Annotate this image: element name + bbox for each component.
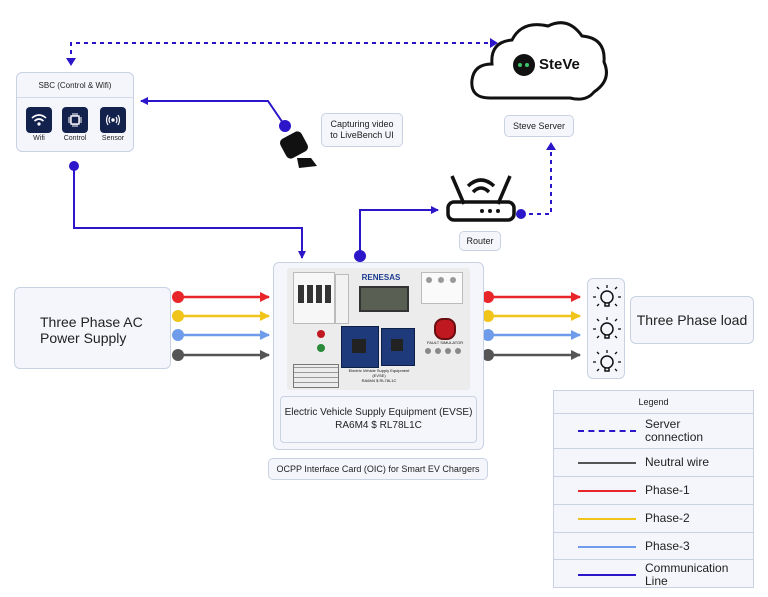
sbc-item-label: Wifi (33, 135, 45, 142)
legend-swatch (578, 518, 636, 520)
load-box: Three Phase load (630, 296, 754, 344)
sbc-item-label: Control (63, 135, 87, 142)
chip-icon (62, 107, 88, 133)
oic-caption: OCPP Interface Card (OIC) for Smart EV C… (268, 458, 488, 480)
power-supply-box: Three Phase AC Power Supply (14, 287, 171, 369)
breaker-block (293, 272, 335, 324)
bulb-panel (587, 278, 625, 379)
sbc-box: SBC (Control & Wifi) Wifi Control Sensor (16, 72, 134, 152)
board-caption: Electric Vehicle Supply Equipment (EVSE) (348, 368, 410, 378)
sbc-divider (17, 97, 133, 98)
steve-cloud: SteVe (466, 12, 614, 108)
legend-swatch (578, 490, 636, 492)
bulb-icon (593, 285, 621, 307)
evse-label-box: Electric Vehicle Supply Equipment (EVSE)… (280, 396, 477, 443)
camera-callout: Capturing video to LiveBench UI (321, 113, 403, 147)
legend-swatch (578, 574, 636, 576)
evse-board-photo: RENESAS Electric Vehicle Supply Equipmen… (287, 268, 470, 390)
legend-label: Server (645, 417, 681, 431)
legend-item-neutral: Neutral wire (554, 448, 753, 476)
sbc-item-sensor: Sensor (100, 107, 126, 142)
bulb-icon (593, 350, 621, 372)
steve-logo-text: SteVe (539, 56, 580, 73)
evse-label-line2: RA6M4 $ RL78L1C (335, 420, 422, 431)
router-label: Router (459, 231, 501, 251)
evse-router-line (359, 206, 439, 256)
steve-server-label: Steve Server (504, 115, 574, 137)
legend-item-communication: Communication Line (554, 559, 753, 589)
load-label: Three Phase load (636, 312, 748, 328)
sensor-icon (100, 107, 126, 133)
legend-item-phase1: Phase-1 (554, 476, 753, 504)
contactor (421, 272, 463, 304)
sbc-evse-line (73, 166, 306, 259)
legend-label: Communication (645, 561, 729, 575)
legend-swatch (578, 546, 636, 548)
wifi-icon (26, 107, 52, 133)
sbc-title: SBC (Control & Wifi) (38, 81, 112, 90)
sbc-item-label: Sensor (101, 135, 125, 142)
sbc-item-control: Control (62, 107, 88, 142)
router-icon (446, 170, 516, 226)
board-lcd (359, 286, 409, 312)
bulb-icon (593, 317, 621, 339)
legend-label: Phase-1 (645, 483, 690, 497)
legend: Legend Server connection Neutral wire Ph… (553, 390, 754, 588)
legend-label: Phase-2 (645, 511, 690, 525)
legend-swatch (578, 430, 636, 432)
legend-swatch (578, 462, 636, 464)
emergency-button (434, 318, 456, 340)
legend-label-line2: connection (645, 430, 704, 444)
legend-item-phase3: Phase-3 (554, 532, 753, 560)
fault-simulator-title: FAULT SIMULATOR (427, 340, 464, 345)
mcu-board-rl78 (381, 328, 415, 366)
legend-label: Phase-3 (645, 539, 690, 553)
legend-item-server: Server connection (554, 413, 753, 448)
board-subcaption: RA6M4 $ RL78L1C (361, 378, 397, 383)
legend-label-line2: Line (645, 574, 668, 588)
legend-label: Neutral wire (645, 455, 710, 469)
power-supply-line2: Power Supply (40, 330, 127, 346)
board-brand: RENESAS (361, 273, 401, 282)
board-table (293, 364, 339, 388)
legend-title: Legend (638, 397, 669, 407)
steve-logo-icon (513, 54, 535, 76)
camera-sbc-line (140, 97, 286, 127)
server-connection-line (70, 42, 496, 62)
router-server-line (521, 146, 552, 215)
camera-icon (277, 128, 323, 174)
power-supply-line1: Three Phase AC (40, 314, 143, 330)
mcu-board-ra6m4 (341, 326, 379, 368)
legend-item-phase2: Phase-2 (554, 504, 753, 532)
sbc-item-wifi: Wifi (26, 107, 52, 142)
camera-label: Capturing video to LiveBench UI (330, 119, 394, 140)
evse-label-line1: Electric Vehicle Supply Equipment (EVSE) (284, 407, 473, 418)
